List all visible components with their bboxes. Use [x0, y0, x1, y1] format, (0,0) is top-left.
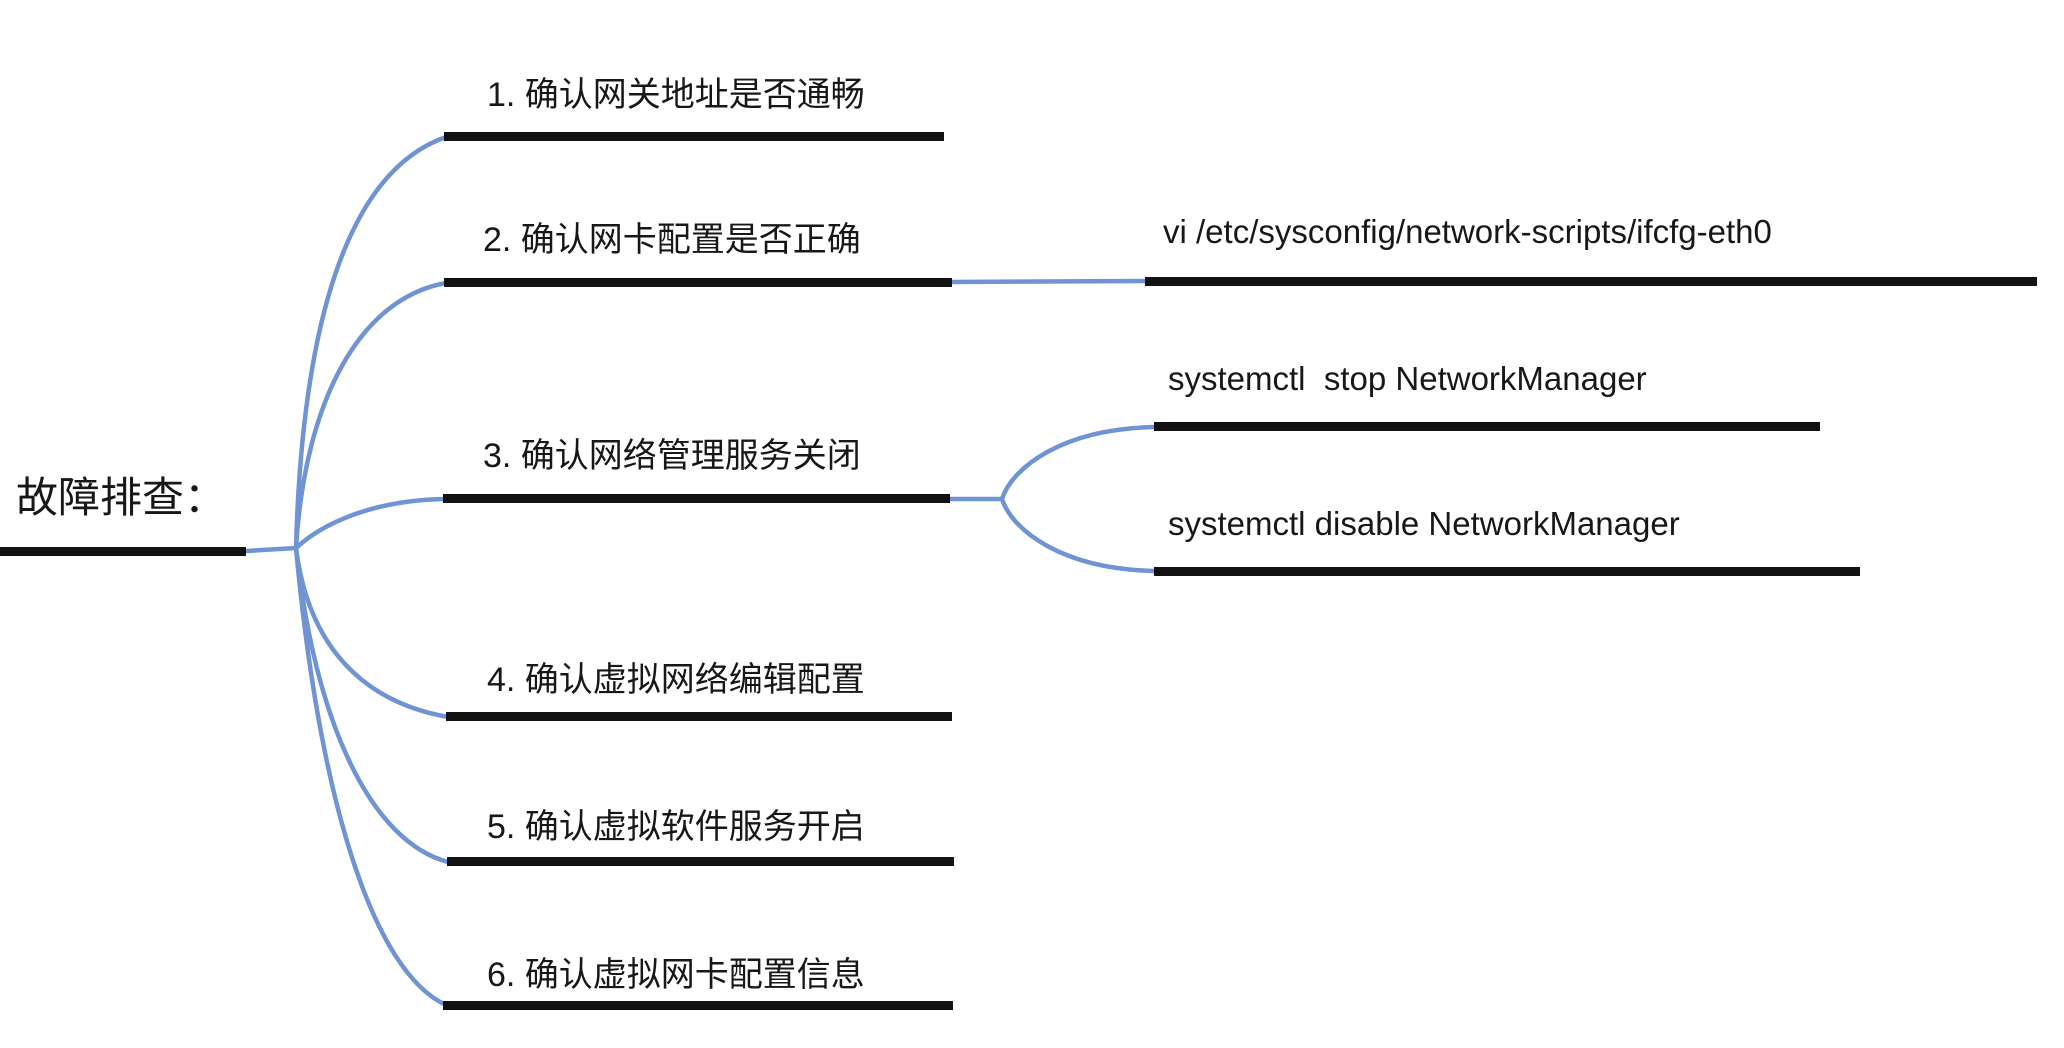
branch-topic-4[interactable]: 4. 确认虚拟网络编辑配置	[446, 661, 952, 721]
child-topic-ifcfg[interactable]: vi /etc/sysconfig/network-scripts/ifcfg-…	[1145, 213, 2037, 286]
child-topic-stop-label: systemctl stop NetworkManager	[1168, 360, 1647, 397]
branch-topic-4-underline	[446, 712, 952, 721]
child-topic-stop-networkmanager[interactable]: systemctl stop NetworkManager	[1154, 360, 1820, 431]
child-topic-ifcfg-label: vi /etc/sysconfig/network-scripts/ifcfg-…	[1163, 213, 1772, 250]
root-topic-underline	[0, 547, 246, 556]
branch-topic-5[interactable]: 5. 确认虚拟软件服务开启	[447, 808, 954, 866]
connector-branch-2-to-child	[947, 278, 1153, 285]
connector-root-to-hub	[243, 545, 299, 554]
branch-topic-1-underline	[444, 132, 944, 141]
branch-topic-6[interactable]: 6. 确认虚拟网卡配置信息	[443, 956, 953, 1010]
root-topic[interactable]: 故障排查：	[0, 474, 246, 556]
branch-topic-2[interactable]: 2. 确认网卡配置是否正确	[444, 221, 952, 287]
child-topic-disable-label: systemctl disable NetworkManager	[1168, 505, 1680, 542]
branch-topic-5-underline	[447, 857, 954, 866]
connector-hub-to-branch-4	[293, 545, 451, 720]
child-topic-ifcfg-underline	[1145, 277, 2037, 286]
connector-hub-to-branch-1	[293, 134, 449, 551]
branch-topic-2-label: 2. 确认网卡配置是否正确	[483, 221, 861, 259]
child-topic-disable-networkmanager[interactable]: systemctl disable NetworkManager	[1154, 505, 1860, 576]
child-topic-stop-underline	[1154, 422, 1820, 431]
branch-topic-3-label: 3. 确认网络管理服务关闭	[483, 437, 861, 475]
connector-hub-to-branch-5	[293, 545, 451, 865]
branch-topic-5-label: 5. 确认虚拟软件服务开启	[487, 808, 865, 846]
branch-topic-3[interactable]: 3. 确认网络管理服务关闭	[443, 437, 950, 503]
connector-fork-to-child-disable	[999, 496, 1161, 574]
branch-topic-4-label: 4. 确认虚拟网络编辑配置	[487, 661, 865, 699]
child-topic-disable-underline	[1154, 567, 1860, 576]
root-topic-label: 故障排查：	[16, 474, 226, 521]
branch-topic-6-label: 6. 确认虚拟网卡配置信息	[487, 956, 865, 994]
branch-topic-1-label: 1. 确认网关地址是否通畅	[487, 76, 865, 114]
branch-topic-3-underline	[443, 494, 950, 503]
connector-fork-to-child-stop	[999, 424, 1161, 502]
branch-topic-1[interactable]: 1. 确认网关地址是否通畅	[444, 76, 944, 141]
connector-hub-to-branch-6	[293, 545, 449, 1008]
branch-topic-2-underline	[444, 278, 952, 287]
connector-hub-to-branch-3	[293, 496, 449, 551]
branch-topic-6-underline	[443, 1001, 953, 1010]
connector-hub-to-branch-2	[293, 280, 449, 551]
